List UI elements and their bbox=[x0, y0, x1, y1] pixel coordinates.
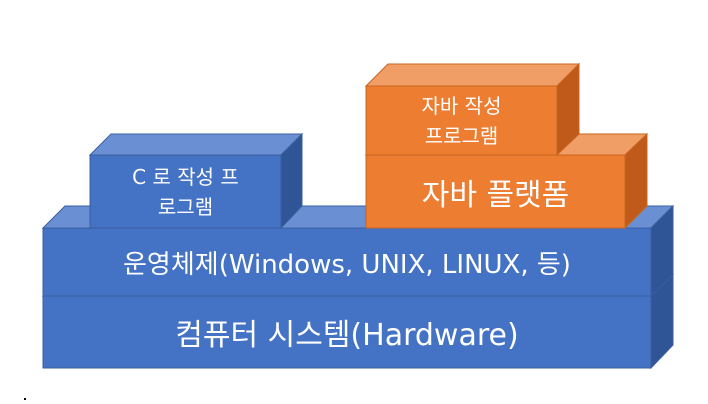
c-program-label-line2: 로그램 bbox=[157, 194, 214, 219]
hardware-label: 컴퓨터 시스템(Hardware) bbox=[43, 296, 651, 368]
stray-dot bbox=[24, 398, 26, 400]
java-platform-label: 자바 플랫폼 bbox=[366, 155, 625, 228]
hardware-label-text: 컴퓨터 시스템(Hardware) bbox=[175, 318, 519, 353]
java-program-block bbox=[364, 62, 581, 157]
java-program-label-line2: 프로그램 bbox=[424, 123, 499, 148]
java-platform-label-text: 자바 플랫폼 bbox=[421, 177, 570, 213]
java-program-label-line1: 자바 작성 bbox=[421, 93, 502, 118]
java-program-label: 자바 작성 프로그램 bbox=[366, 86, 557, 155]
c-program-block bbox=[88, 132, 304, 230]
c-program-label-line1: C 로 작성 프 bbox=[132, 164, 239, 189]
os-label: 운영체제(Windows, UNIX, LINUX, 등) bbox=[43, 228, 651, 296]
os-label-text: 운영체제(Windows, UNIX, LINUX, 등) bbox=[123, 249, 571, 280]
c-program-label: C 로 작성 프 로그램 bbox=[90, 155, 281, 228]
